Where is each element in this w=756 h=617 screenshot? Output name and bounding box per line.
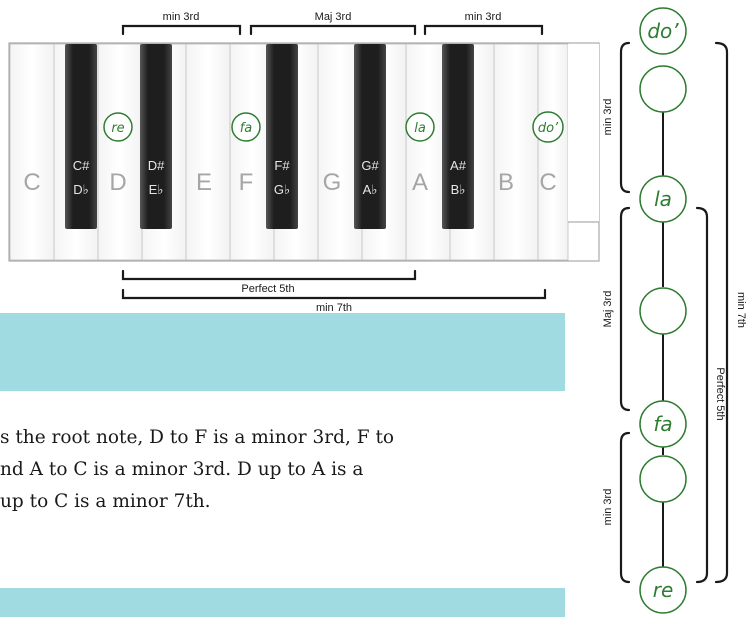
description-line: s the root note, D to F is a minor 3rd, … — [0, 427, 395, 448]
black-key-sharp-label: G# — [361, 158, 379, 173]
white-key-label: E — [196, 169, 212, 196]
solfege-circle-la — [405, 112, 435, 142]
ladder-interval-label: Perfect 5th — [714, 367, 726, 420]
solfege-circle-do — [532, 111, 564, 143]
white-key-label: F — [239, 169, 254, 196]
ladder-bracket-left-maj3rd — [619, 206, 631, 412]
white-key-label: D — [109, 169, 126, 196]
black-key-sharp-label: F# — [274, 158, 290, 173]
ladder-bracket-right-min7th — [714, 41, 729, 584]
ladder-node-label: do’ — [647, 19, 679, 43]
black-key — [65, 44, 97, 229]
bracket-bottom-perfect5th — [121, 269, 417, 281]
teal-band-top — [0, 313, 565, 391]
interval-label-bottom: min 7th — [316, 302, 352, 314]
ladder-interval-label: Maj 3rd — [602, 291, 614, 328]
ladder-node-do — [639, 7, 687, 55]
black-key-sharp-label: C# — [73, 158, 90, 173]
solfege-label: fa — [240, 121, 253, 136]
white-key — [9, 43, 55, 261]
ladder-node-empty — [639, 287, 687, 335]
ladder-interval-label: min 3rd — [602, 489, 614, 526]
ladder-bracket-left-min3rd — [619, 41, 631, 194]
black-key-flat-label: D♭ — [73, 182, 89, 197]
description-text: s the root note, D to F is a minor 3rd, … — [0, 422, 600, 518]
white-key — [97, 43, 143, 261]
description-line: nd A to C is a minor 3rd. D up to A is a — [0, 459, 364, 480]
bracket-top-min3rd-1 — [121, 24, 242, 36]
ladder-node-re — [639, 566, 687, 614]
white-key — [537, 43, 569, 261]
teal-band-bottom — [0, 588, 565, 617]
ladder-node-label: fa — [653, 412, 672, 436]
ladder-interval-label: min 7th — [735, 292, 747, 328]
white-key-label: A — [412, 169, 428, 196]
white-key-label: C — [539, 169, 556, 196]
keyboard-edge — [568, 44, 599, 222]
ladder-node-label: la — [654, 187, 672, 211]
ladder-node-fa — [639, 400, 687, 448]
white-key — [493, 43, 539, 261]
black-keys — [65, 44, 474, 229]
white-key-label: C — [23, 169, 40, 196]
black-key-sharp-label: D# — [148, 158, 165, 173]
interval-label-bottom: Perfect 5th — [241, 283, 294, 295]
interval-label-top: min 3rd — [465, 11, 502, 23]
black-key — [442, 44, 474, 229]
black-key-flat-label: A♭ — [363, 182, 378, 197]
description-line: up to C is a minor 7th. — [0, 491, 211, 512]
ladder-node-la — [639, 175, 687, 223]
solfege-circle-fa — [231, 112, 261, 142]
ladder-interval-label: min 3rd — [602, 99, 614, 136]
interval-label-top: Maj 3rd — [315, 11, 352, 23]
bracket-top-maj3rd — [249, 24, 417, 36]
black-key-flat-label: G♭ — [274, 182, 290, 197]
black-key — [266, 44, 298, 229]
black-key-flat-label: E♭ — [149, 182, 164, 197]
interval-label-top: min 3rd — [163, 11, 200, 23]
solfege-label: do’ — [538, 121, 559, 136]
black-key — [140, 44, 172, 229]
ladder-node-empty — [639, 455, 687, 503]
solfege-circle-re — [103, 112, 133, 142]
white-key — [185, 43, 231, 261]
white-key-label: G — [323, 169, 342, 196]
solfege-label: re — [111, 121, 124, 136]
ladder-bracket-right-perfect5th — [695, 206, 709, 584]
black-key-sharp-label: A# — [450, 158, 467, 173]
ladder-node-label: re — [653, 578, 674, 602]
solfege-label: la — [414, 121, 426, 136]
white-key-label: B — [498, 169, 514, 196]
bracket-bottom-min7th — [121, 288, 547, 300]
ladder-node-empty — [639, 65, 687, 113]
bracket-top-min3rd-2 — [423, 24, 544, 36]
black-key-flat-label: B♭ — [451, 182, 466, 197]
black-key — [354, 44, 386, 229]
ladder-bracket-left-min3rd — [619, 431, 631, 584]
